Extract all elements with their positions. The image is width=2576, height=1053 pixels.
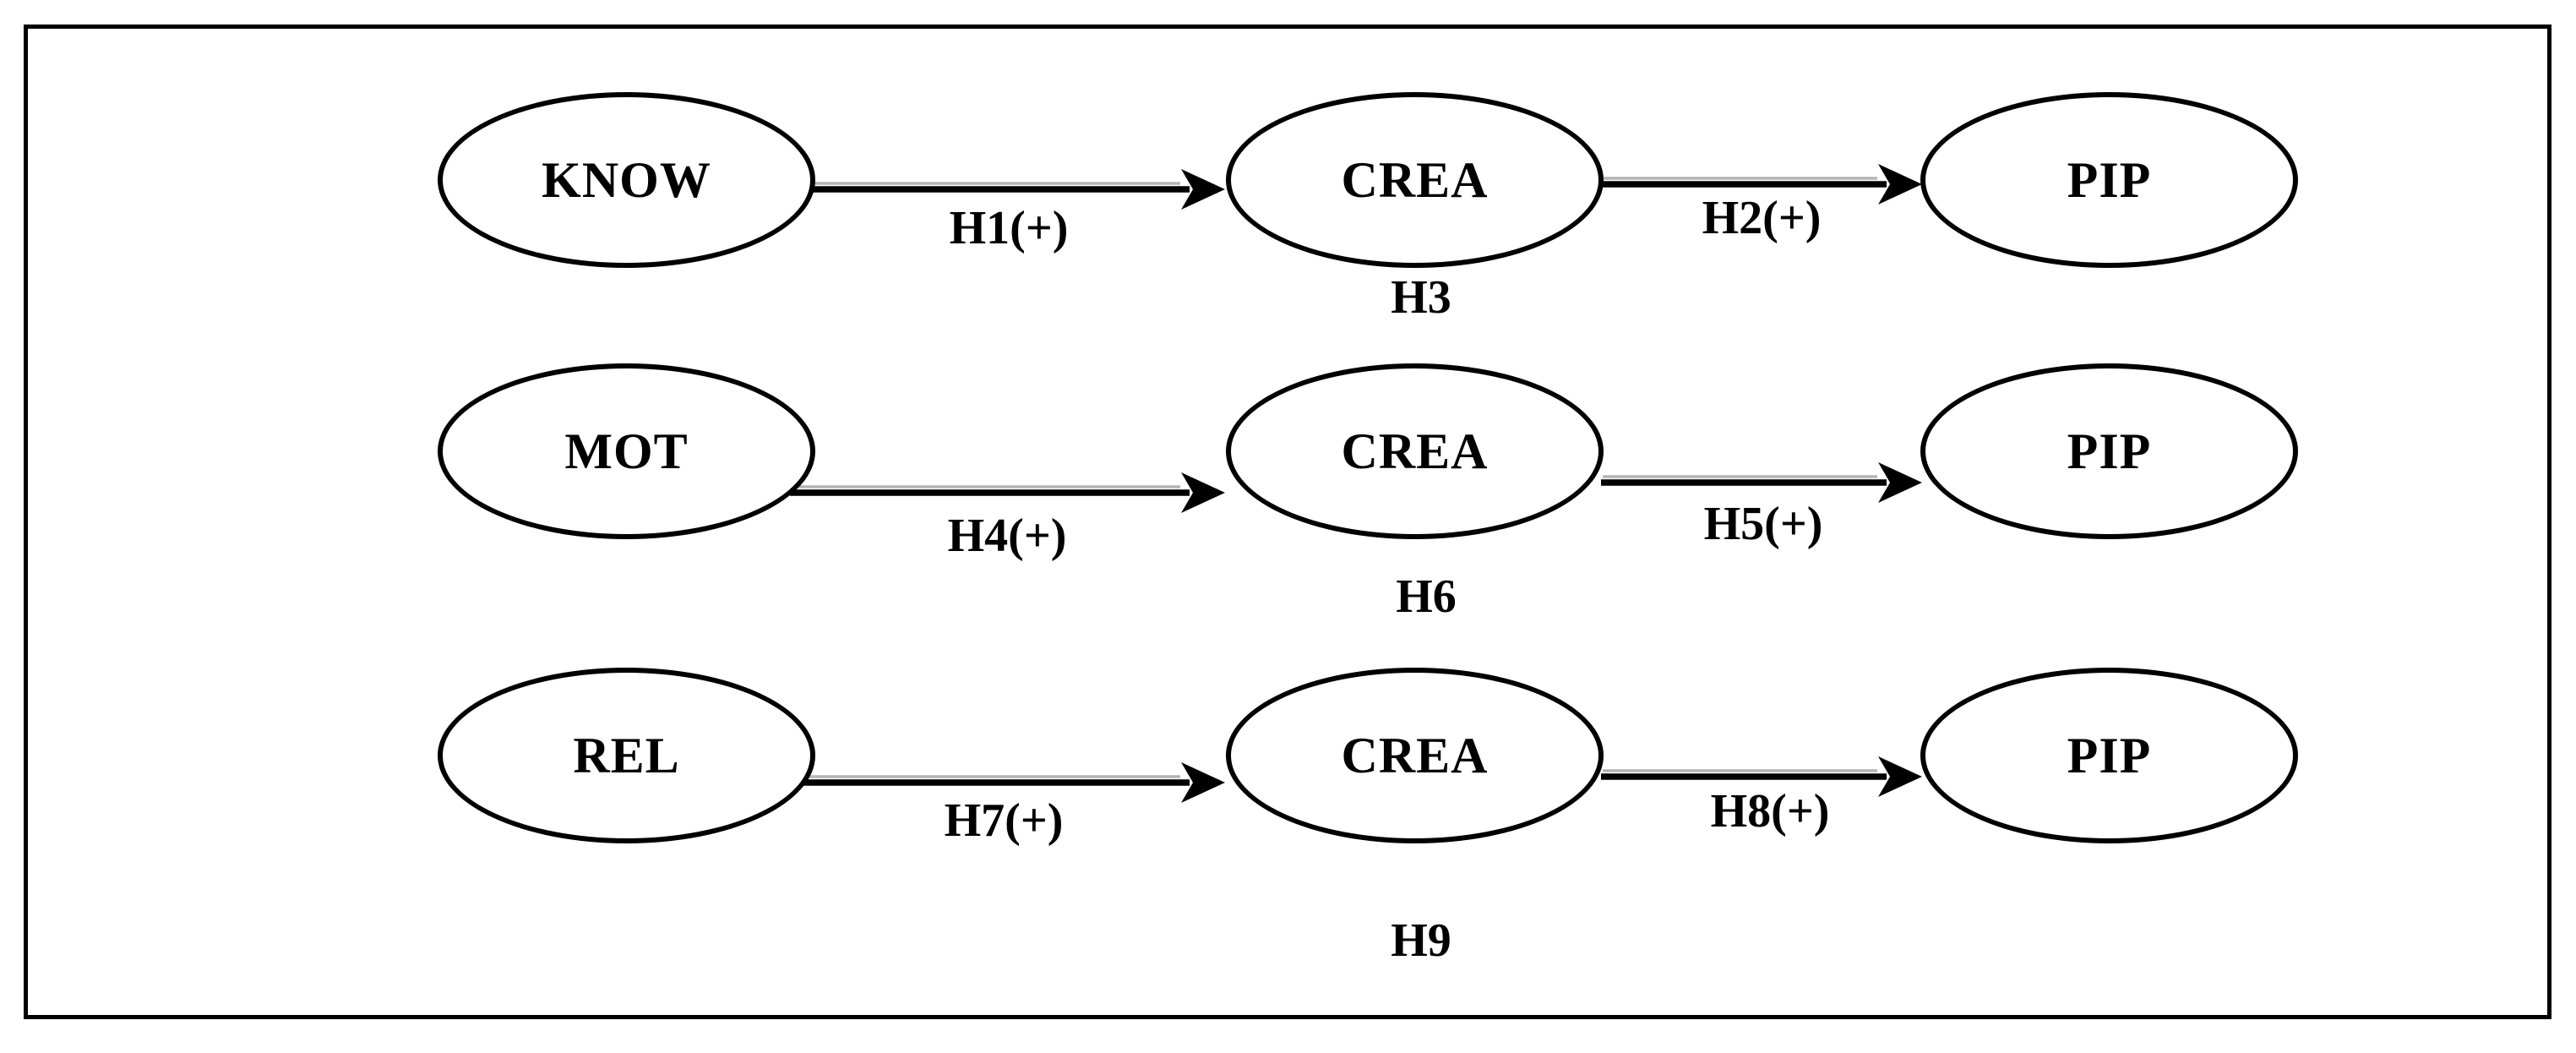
node-crea-1-label: CREA	[1341, 152, 1489, 208]
arrowhead-icon	[1181, 169, 1225, 210]
arrowhead-icon	[1878, 756, 1922, 797]
node-pip-3-label: PIP	[2067, 728, 2152, 783]
node-pip-2-label: PIP	[2067, 423, 2152, 479]
node-crea-2: CREA	[1226, 363, 1604, 539]
node-crea-3: CREA	[1226, 668, 1604, 843]
path-label-h4: H4(+)	[947, 510, 1067, 562]
mediation-label-h6: H6	[1396, 570, 1457, 623]
arrow-crea-to-pip-2	[1601, 462, 1922, 503]
path-label-h2: H2(+)	[1702, 192, 1822, 244]
node-pip-1: PIP	[1920, 92, 2298, 268]
node-know-label: KNOW	[542, 152, 711, 208]
path-label-h1: H1(+)	[949, 202, 1069, 254]
path-label-h7: H7(+)	[944, 794, 1064, 847]
arrow-mot-to-crea	[790, 472, 1225, 513]
mediation-label-h3: H3	[1391, 271, 1451, 324]
path-label-h5: H5(+)	[1703, 498, 1823, 550]
arrowhead-icon	[1181, 472, 1225, 513]
node-crea-1: CREA	[1226, 92, 1604, 268]
node-pip-1-label: PIP	[2067, 152, 2152, 208]
arrow-know-to-crea	[790, 169, 1225, 210]
node-know: KNOW	[438, 92, 815, 268]
node-rel: REL	[438, 668, 815, 843]
arrowhead-icon	[1878, 164, 1922, 205]
node-pip-3: PIP	[1920, 668, 2298, 843]
arrow-crea-to-pip-1	[1601, 164, 1922, 205]
node-rel-label: REL	[573, 728, 680, 783]
node-crea-3-label: CREA	[1341, 728, 1489, 783]
arrow-rel-to-crea	[790, 762, 1225, 803]
diagram-frame	[24, 25, 2551, 1019]
arrowhead-icon	[1878, 462, 1922, 503]
arrowhead-icon	[1181, 762, 1225, 803]
path-label-h8: H8(+)	[1710, 785, 1830, 837]
node-pip-2: PIP	[1920, 363, 2298, 539]
node-crea-2-label: CREA	[1341, 423, 1489, 479]
mediation-label-h9: H9	[1391, 914, 1451, 967]
node-mot: MOT	[438, 363, 815, 539]
node-mot-label: MOT	[564, 423, 689, 479]
arrow-crea-to-pip-3	[1601, 756, 1922, 797]
